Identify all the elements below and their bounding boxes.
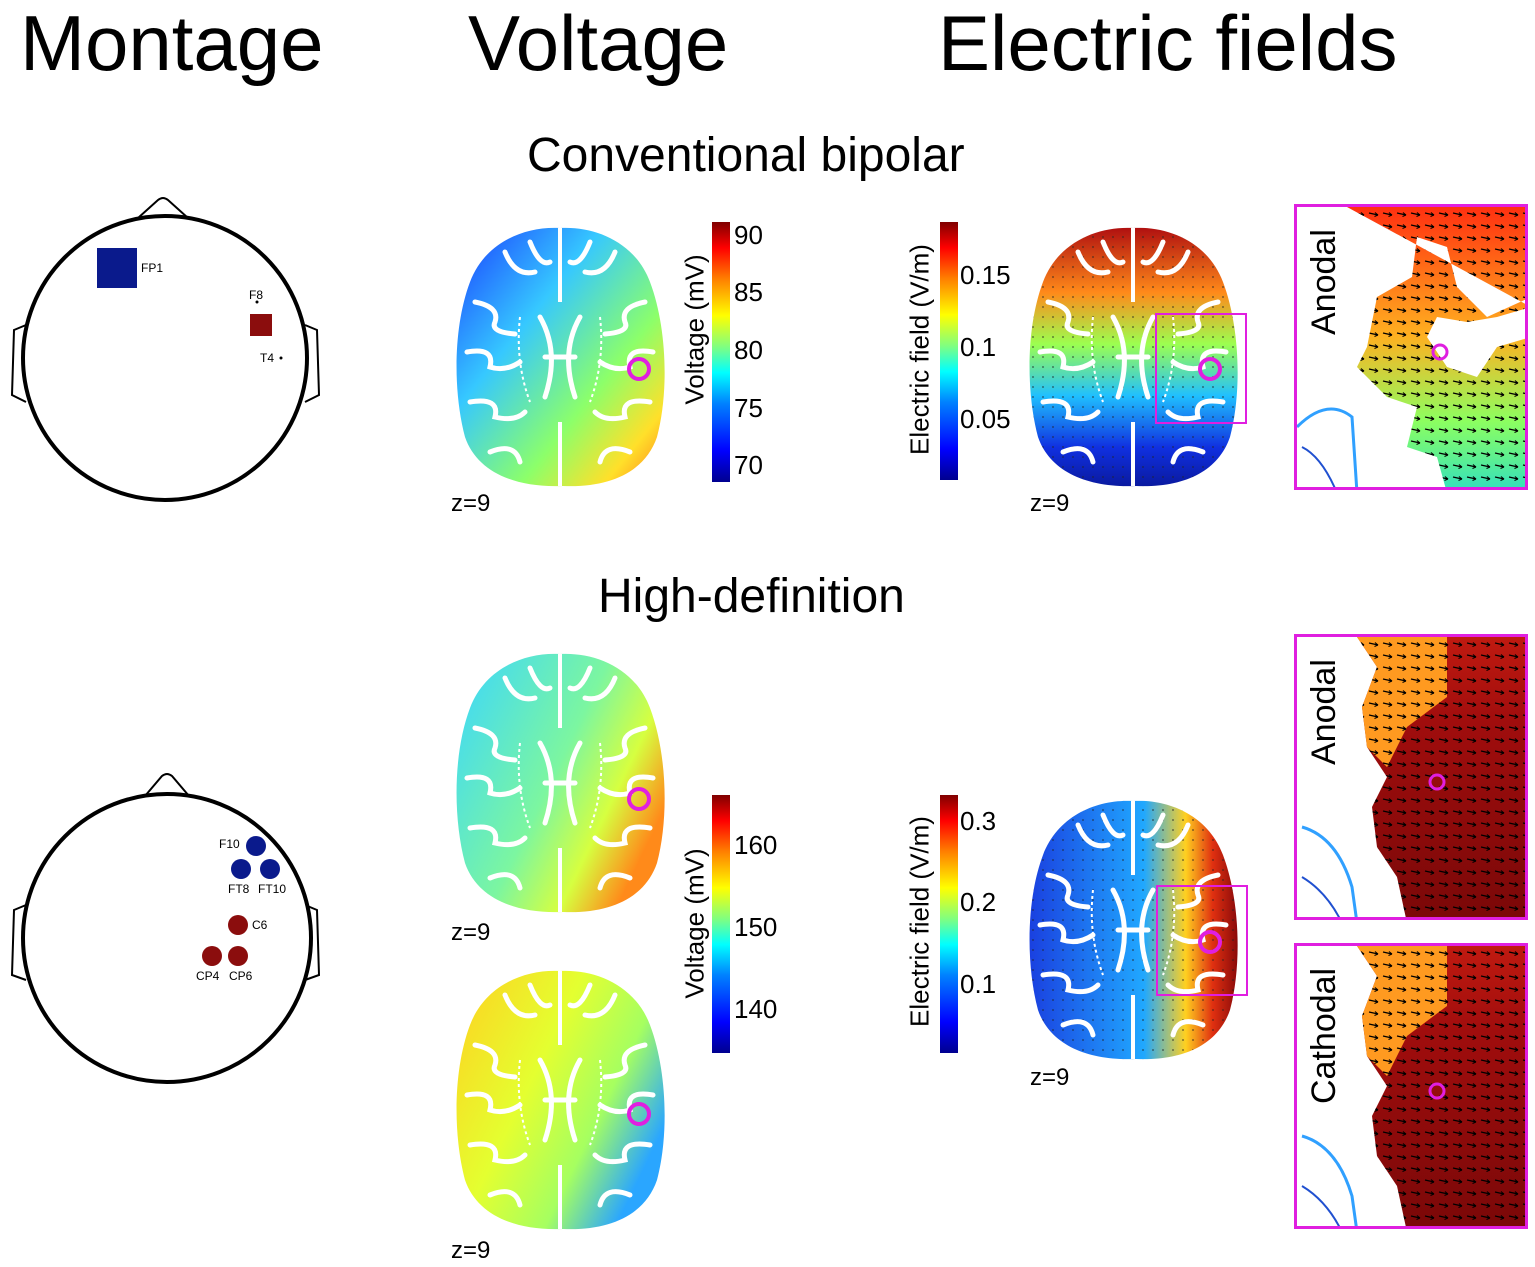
electrode-label-cp6: CP6 [229, 969, 253, 983]
colorbar-tick: 80 [734, 335, 763, 365]
electrode-ft8 [231, 859, 251, 879]
target-marker [627, 1102, 651, 1126]
section-title-hd: High-definition [598, 570, 905, 623]
colorbar-conv-voltage [712, 222, 730, 482]
electrode-label-t4: T4 [260, 351, 275, 365]
z-label: z=9 [451, 490, 491, 517]
colorbar-tick: 90 [734, 220, 763, 250]
column-title-electric-fields: Electric fields [938, 0, 1398, 87]
electrode-label-ft10: FT10 [258, 882, 287, 896]
target-marker [627, 787, 651, 811]
colorbar-tick: 160 [734, 830, 778, 860]
inset-label-anodal: Anodal [1305, 229, 1343, 335]
z-label: z=9 [451, 1237, 491, 1264]
z-label: z=9 [451, 919, 491, 946]
colorbar-title: Voltage (mV) [679, 254, 710, 405]
colorbar-tick: 0.1 [960, 969, 997, 999]
colorbar-title: Electric field (V/m) [904, 244, 935, 455]
inset-hd-cathodal: Cathodal [1294, 943, 1528, 1229]
z-label: z=9 [1030, 1064, 1070, 1091]
colorbar-tick: 0.1 [960, 332, 997, 362]
inset-label-anodal: Anodal [1305, 659, 1343, 765]
brain-slice-conv-voltage [456, 227, 665, 487]
inset-hd-anodal: Anodal [1294, 634, 1528, 920]
target-marker [1198, 930, 1222, 954]
colorbar-tick: 85 [734, 277, 763, 307]
electrode-label-ft8: FT8 [228, 882, 250, 896]
zoom-region-box [1155, 313, 1247, 424]
colorbar-hd-efield [940, 795, 958, 1053]
target-marker [627, 357, 651, 381]
column-title-voltage: Voltage [468, 0, 729, 87]
electrode-label-f10: F10 [219, 837, 240, 851]
colorbar-title: Electric field (V/m) [904, 816, 935, 1027]
brain-slice-hd-voltage-anodal [456, 653, 665, 913]
colorbar-tick: 150 [734, 912, 778, 942]
colorbar-tick: 0.05 [960, 404, 1011, 434]
colorbar-hd-voltage [712, 795, 730, 1053]
head-diagram-conventional [10, 197, 321, 502]
electrode-f8 [250, 314, 272, 336]
colorbar-tick: 0.2 [960, 887, 997, 917]
electrode-cp4 [202, 946, 222, 966]
colorbar-tick: 0.15 [960, 260, 1011, 290]
target-marker [1198, 357, 1222, 381]
head-diagram-hd [10, 773, 321, 1084]
colorbar-tick: 0.3 [960, 806, 997, 836]
colorbar-tick: 140 [734, 994, 778, 1024]
electrode-label-cp4: CP4 [196, 969, 220, 983]
colorbar-tick: 70 [734, 450, 763, 480]
electrode-ft10 [260, 859, 280, 879]
electrode-fp1 [97, 248, 137, 288]
colorbar-tick: 75 [734, 393, 763, 423]
electrode-c6 [228, 915, 248, 935]
z-label: z=9 [1030, 490, 1070, 517]
colorbar-title: Voltage (mV) [679, 848, 710, 999]
brain-slice-conv-efield [1029, 227, 1238, 487]
brain-slice-hd-voltage-cathodal [456, 970, 665, 1230]
section-title-conventional: Conventional bipolar [527, 129, 965, 182]
electrode-cp6 [228, 946, 248, 966]
inset-conv-anodal: Anodal [1294, 204, 1528, 490]
electrode-label-fp1: FP1 [141, 261, 164, 275]
zoom-region-box [1156, 885, 1248, 996]
inset-label-cathodal: Cathodal [1305, 967, 1343, 1104]
electrode-label-f8: F8 [249, 288, 264, 302]
electrode-label-c6: C6 [252, 918, 268, 932]
column-title-montage: Montage [20, 0, 324, 87]
electrode-f10 [246, 836, 266, 856]
colorbar-conv-efield [940, 222, 958, 480]
